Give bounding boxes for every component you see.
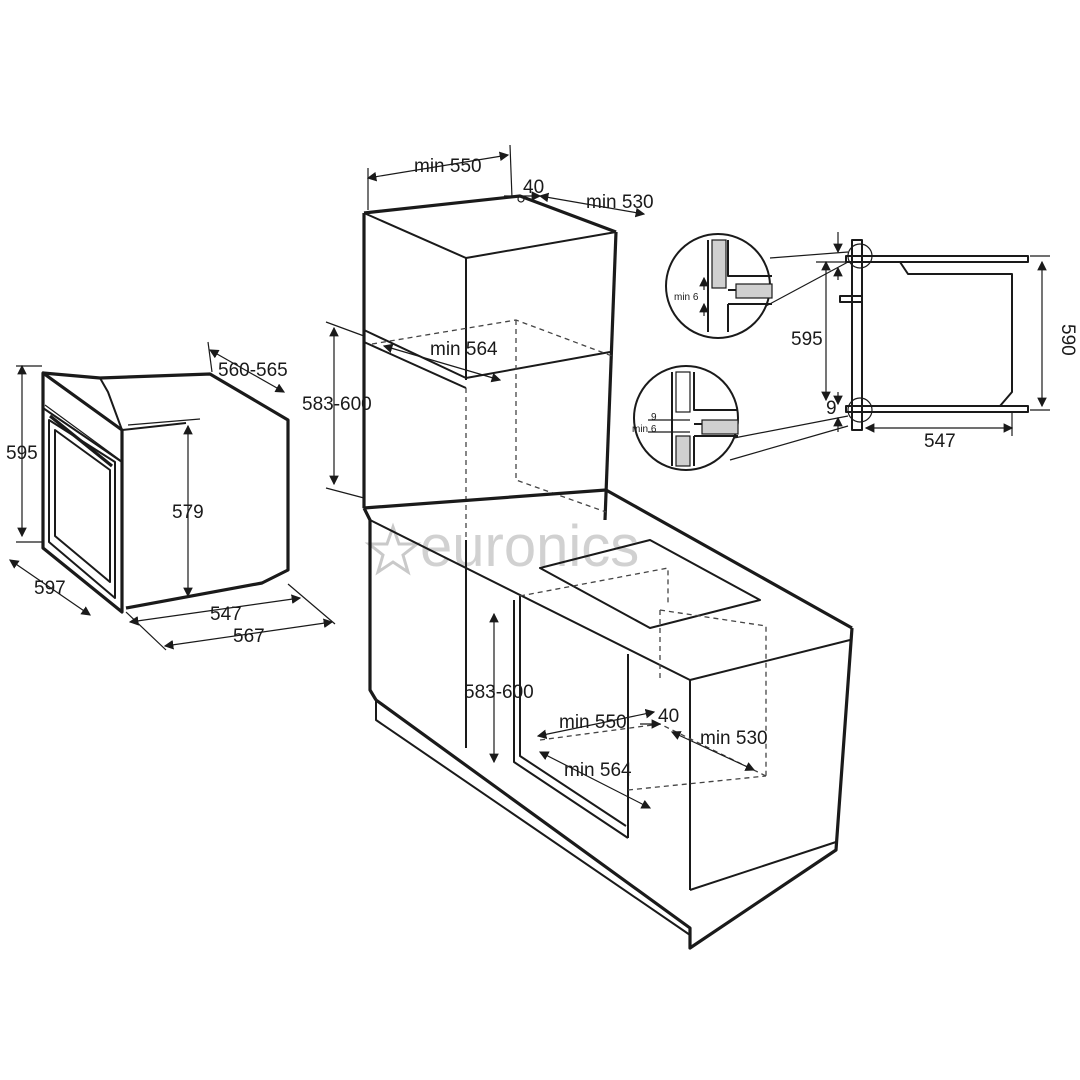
detail-bottom-min-label: min 6	[632, 424, 657, 435]
oven-height-label: 595	[6, 443, 38, 464]
tall-gap-label: 40	[523, 177, 544, 198]
base-gap-label: 40	[658, 706, 679, 727]
oven-drawing	[41, 371, 290, 614]
detail-gap-label: 9	[826, 398, 837, 419]
tall-cabinet-drawing	[362, 194, 618, 540]
detail-bottom-nine-label: 9	[651, 412, 657, 423]
oven-inner-height-label: 579	[172, 502, 204, 523]
detail-height-label: 595	[791, 329, 823, 350]
oven-depth-top-label: 560-565	[218, 360, 288, 381]
detail-depth-label: 547	[924, 431, 956, 452]
base-cabinet-drawing	[362, 488, 854, 950]
oven-dimensions: 595 560-565 579 597 547 567	[6, 341, 336, 651]
side-detail-dimensions: 595 9 547 590	[791, 232, 1078, 452]
base-min-depth-label: min 530	[700, 728, 768, 749]
oven-body-depth-label: 547	[210, 604, 242, 625]
tall-niche-width-label: min 564	[430, 339, 498, 360]
oven-width-label: 597	[34, 578, 66, 599]
oven-total-depth-label: 567	[233, 626, 265, 647]
base-niche-height-label: 583-600	[464, 682, 534, 703]
side-detail-drawing: min 6 9 min 6	[632, 233, 1029, 471]
base-min-width-label: min 550	[559, 712, 627, 733]
tall-min-width-label: min 550	[414, 156, 482, 177]
star-icon	[364, 522, 422, 576]
watermark: euronics	[364, 514, 639, 579]
tall-cabinet-dimensions: min 550 40 min 530 min 564 583-600	[302, 144, 654, 499]
base-cabinet-dimensions: 583-600 min 550 40 min 530 min 564	[464, 612, 768, 809]
tall-min-depth-label: min 530	[586, 192, 654, 213]
base-niche-width-label: min 564	[564, 760, 632, 781]
tall-niche-height-label: 583-600	[302, 394, 372, 415]
watermark-brand: euronics	[420, 514, 639, 579]
detail-inner-height-label: 590	[1057, 324, 1078, 356]
detail-top-min-label: min 6	[674, 292, 699, 303]
